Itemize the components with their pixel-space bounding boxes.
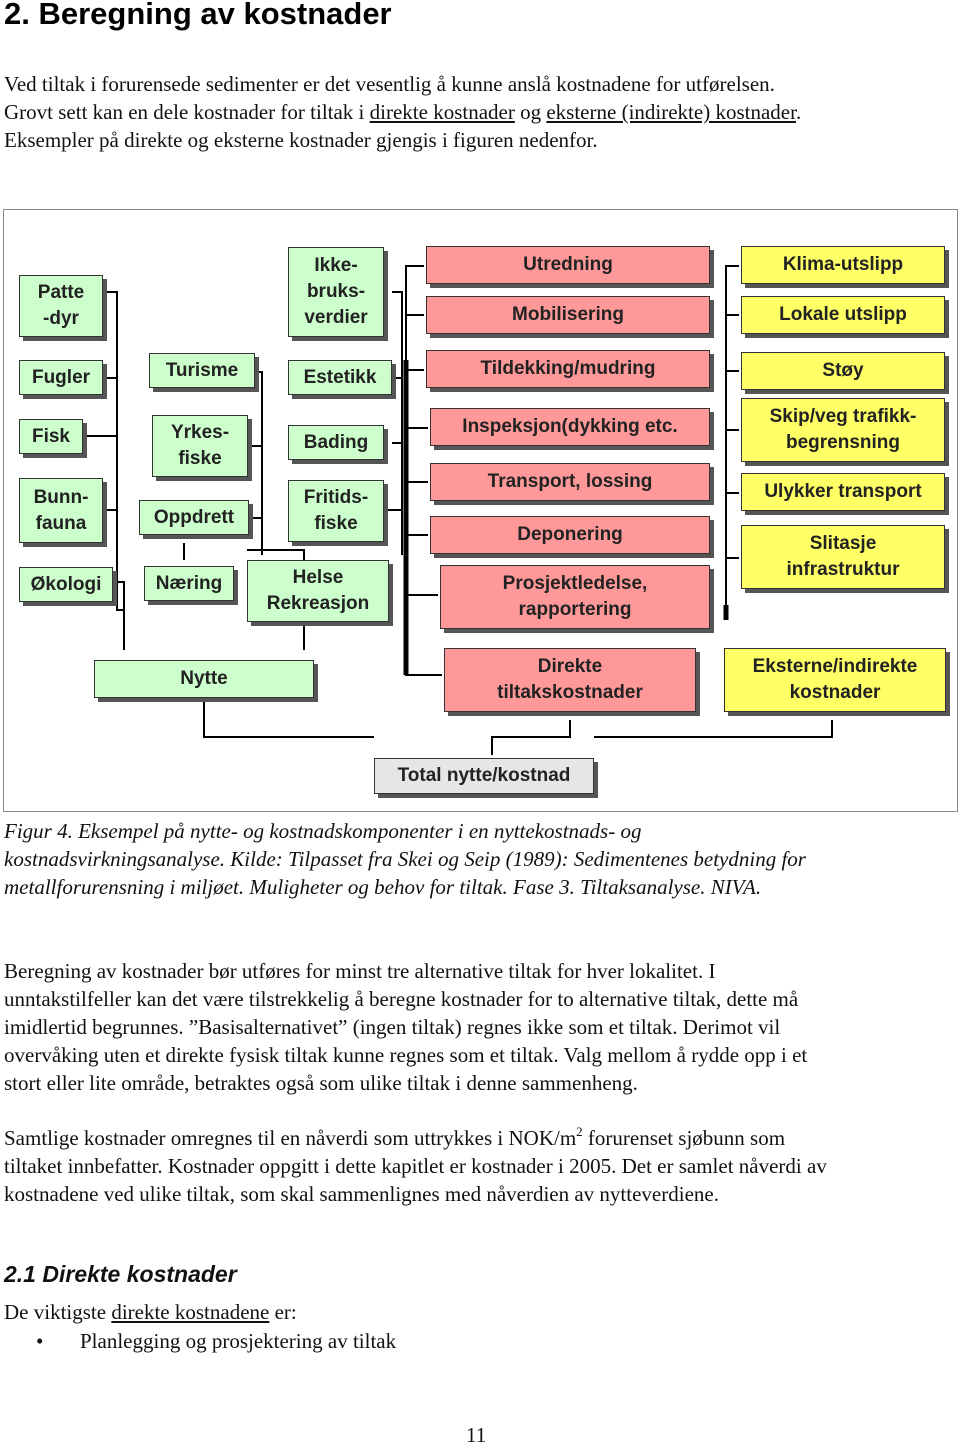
paragraph-present-value: Samtlige kostnader omregnes til en nåver… (4, 1124, 960, 1208)
section-heading: 2.1 Direkte kostnader (4, 1261, 237, 1287)
box-helse-rekreasjon: Helse Rekreasjon (247, 560, 389, 622)
box-deponering: Deponering (430, 516, 710, 554)
text-line: stort eller lite område, betraktes også … (4, 1071, 638, 1095)
box-okologi: Økologi (19, 567, 113, 602)
caption-line: metallforurensning i miljøet. Muligheter… (4, 875, 762, 899)
box-skip-veg-trafikkbegrensning: Skip/veg trafikk- begrensning (741, 398, 945, 462)
connector (104, 291, 124, 611)
box-tildekking-mudring: Tildekking/mudring (426, 350, 710, 388)
box-total-nytte-kostnad: Total nytte/kostnad (374, 758, 594, 794)
intro-line: Ved tiltak i forurensede sedimenter er d… (4, 72, 775, 96)
box-slitasje-infrastruktur: Slitasje infrastruktur (741, 525, 945, 589)
direct-costs-link[interactable]: direkte kostnadene (111, 1300, 270, 1324)
box-ikke-bruksverdier: Ikke- bruks- verdier (288, 247, 384, 337)
box-fritidsfiske: Fritids- fiske (288, 480, 384, 542)
intro-text: . (795, 100, 802, 124)
figure-caption: Figur 4. Eksempel på nytte- og kostnadsk… (4, 817, 954, 901)
page-number: 11 (466, 1423, 487, 1447)
intro-paragraph: Ved tiltak i forurensede sedimenter er d… (4, 70, 960, 154)
connector (491, 720, 571, 755)
text-line: Samtlige kostnader omregnes til en nåver… (4, 1124, 960, 1152)
connector (203, 698, 374, 738)
box-ulykker-transport: Ulykker transport (741, 473, 945, 511)
intro-line: Grovt sett kan en dele kostnader for til… (4, 98, 960, 126)
caption-line: kostnadsvirkningsanalyse. Kilde: Tilpass… (4, 847, 806, 871)
box-fugler: Fugler (19, 360, 103, 395)
text-line: unntakstilfeller kan det være tilstrekke… (4, 987, 799, 1011)
box-eksterne-indirekte-kostnader: Eksterne/indirekte kostnader (724, 648, 946, 712)
box-direkte-tiltakskostnader: Direkte tiltakskostnader (444, 648, 696, 712)
bullet-item: • Planlegging og prosjektering av tiltak (36, 1327, 396, 1355)
text: De viktigste (4, 1300, 112, 1324)
page-heading: 2. Beregning av kostnader (4, 0, 392, 31)
superscript: 2 (576, 1124, 583, 1139)
box-mobilisering: Mobilisering (426, 296, 710, 334)
box-yrkesfiske: Yrkes- fiske (152, 415, 248, 477)
external-costs-link[interactable]: eksterne (indirekte) kostnader (546, 100, 796, 124)
intro-text: Grovt sett kan en dele kostnader for til… (4, 100, 370, 124)
connector (114, 581, 125, 650)
connector (392, 291, 403, 555)
box-turisme: Turisme (149, 353, 255, 388)
box-prosjektledelse: Prosjektledelse, rapportering (440, 565, 710, 629)
bullet-icon: • (36, 1329, 44, 1353)
box-lokale-utslipp: Lokale utslipp (741, 296, 945, 334)
text-line: kostnadene ved ulike tiltak, som skal sa… (4, 1182, 719, 1206)
box-bading: Bading (288, 425, 384, 460)
box-utredning: Utredning (426, 246, 710, 284)
paragraph-direct-costs-intro: De viktigste direkte kostnadene er: (4, 1298, 960, 1326)
text-line: tiltaket innbefatter. Kostnader oppgitt … (4, 1154, 827, 1178)
text-line: Beregning av kostnader bør utføres for m… (4, 959, 716, 983)
bullet-text: Planlegging og prosjektering av tiltak (80, 1329, 397, 1353)
box-stoy: Støy (741, 352, 945, 390)
text-line: overvåking uten et direkte fysisk tiltak… (4, 1043, 808, 1067)
text: Samtlige kostnader omregnes til en nåver… (4, 1126, 577, 1150)
box-bunnfauna: Bunn- fauna (19, 478, 103, 543)
connector (594, 720, 833, 738)
box-transport-lossing: Transport, lossing (430, 463, 710, 501)
box-fisk: Fisk (19, 419, 83, 454)
intro-text: og (514, 100, 547, 124)
connector (725, 265, 739, 620)
box-estetikk: Estetikk (288, 360, 392, 395)
box-oppdrett: Oppdrett (139, 500, 249, 535)
box-inspeksjon: Inspeksjon(dykking etc. (430, 408, 710, 446)
box-nytte: Nytte (94, 660, 314, 698)
connector (256, 371, 263, 555)
intro-line: Eksempler på direkte og eksterne kostnad… (4, 128, 598, 152)
text: forurenset sjøbunn som (582, 1126, 786, 1150)
box-naering: Næring (144, 566, 234, 601)
paragraph-alternatives: Beregning av kostnader bør utføres for m… (4, 957, 960, 1097)
box-klima-utslipp: Klima-utslipp (741, 246, 945, 284)
text: er: (269, 1300, 297, 1324)
caption-line: Figur 4. Eksempel på nytte- og kostnadsk… (4, 819, 642, 843)
box-patte-dyr: Patte -dyr (19, 275, 103, 337)
text-line: imidlertid begrunnes. ”Basisalternativet… (4, 1015, 781, 1039)
direct-costs-link[interactable]: direkte kostnader (369, 100, 515, 124)
cost-benefit-figure: Patte -dyr Fugler Fisk Bunn- fauna Økolo… (3, 209, 958, 812)
